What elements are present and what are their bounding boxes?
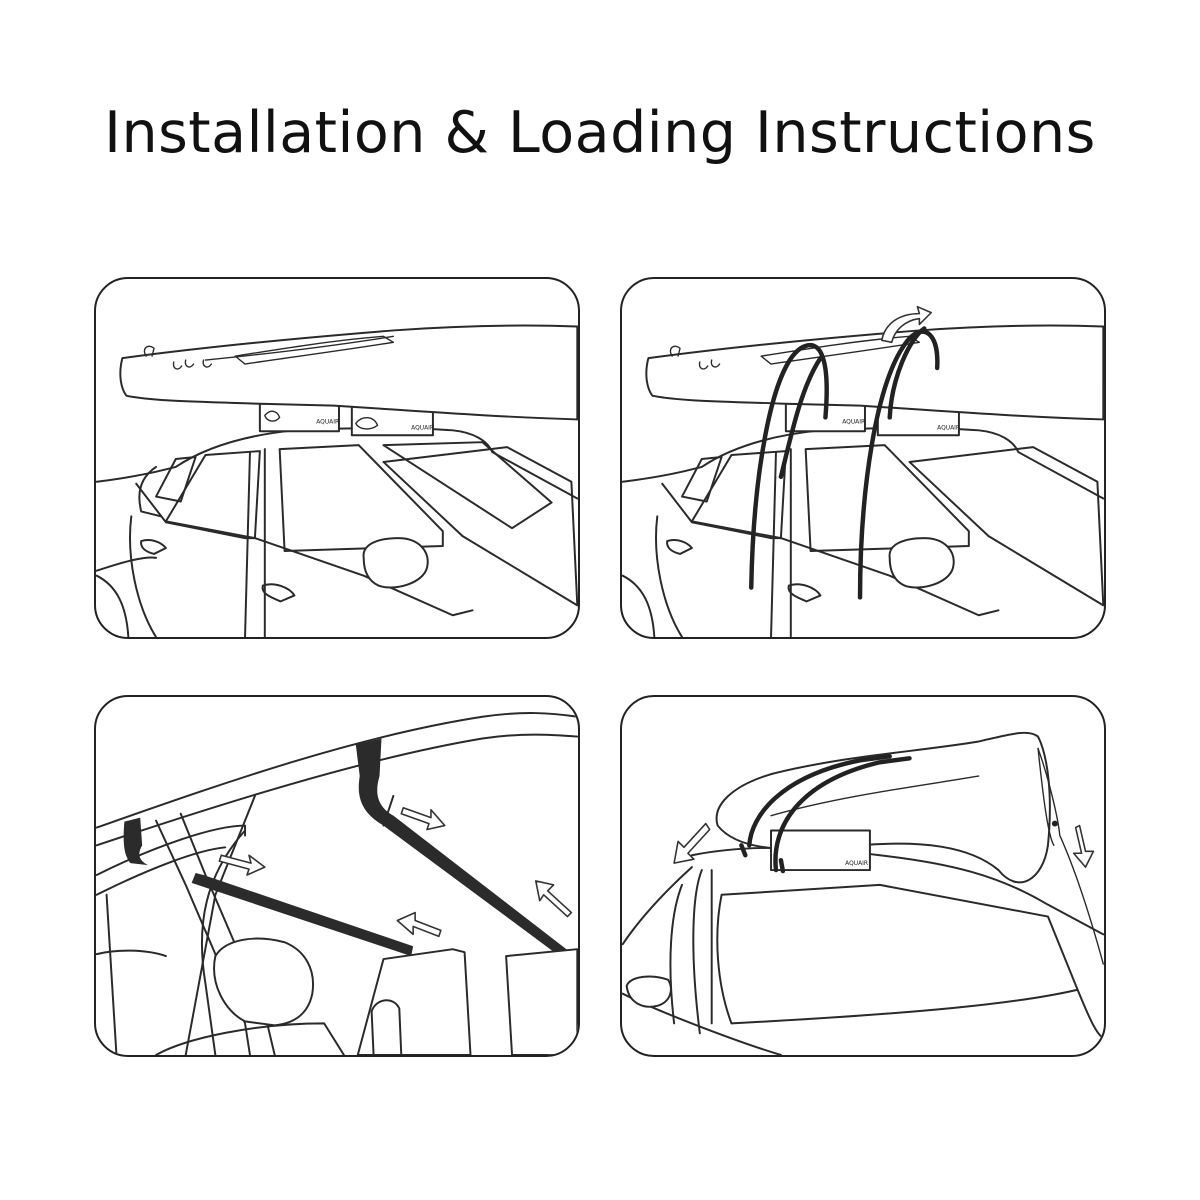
foam-pad-rear xyxy=(258,402,340,433)
pad-brand-label: AQUAIR xyxy=(845,860,868,867)
arrow-down-left xyxy=(673,822,711,864)
strap-roof-right xyxy=(355,738,576,957)
step-4-illustration: AQUAIR xyxy=(622,731,1104,1055)
strap-roof-left xyxy=(123,817,149,866)
strap-left xyxy=(749,342,829,590)
foam-pad xyxy=(770,829,871,872)
rear-window xyxy=(716,883,1079,1025)
arrow-out-center xyxy=(396,911,442,938)
kayak xyxy=(645,324,1104,421)
pad-brand-label-1: AQUAIR xyxy=(316,418,339,425)
step-2-panel: AQUAIR AQUAIR xyxy=(620,277,1106,639)
arrow-out-right xyxy=(534,880,573,918)
pad-brand-label-2: AQUAIR xyxy=(937,424,960,431)
page-title: Installation & Loading Instructions xyxy=(104,100,1096,166)
throw-over-arrow xyxy=(880,305,933,344)
step-3-illustration xyxy=(96,712,578,1055)
headrest xyxy=(213,937,315,1027)
arrow-down-right xyxy=(1072,824,1095,868)
pad-brand-label-2: AQUAIR xyxy=(411,424,434,431)
step-1-illustration: AQUAIR AQUAIR xyxy=(96,324,578,637)
strap-cabin xyxy=(191,873,414,957)
arrow-in-right xyxy=(400,806,446,831)
step-2-illustration: AQUAIR AQUAIR xyxy=(622,305,1104,637)
strap-right xyxy=(857,329,940,600)
pad-brand-label-1: AQUAIR xyxy=(842,418,865,425)
step-1-panel: AQUAIR AQUAIR xyxy=(94,277,580,639)
side-mirror xyxy=(625,975,672,1008)
kayak xyxy=(119,324,578,421)
buckle xyxy=(1051,820,1058,827)
step-3-panel xyxy=(94,695,580,1057)
arrow-in-left xyxy=(218,854,266,876)
step-4-panel: AQUAIR xyxy=(620,695,1106,1057)
